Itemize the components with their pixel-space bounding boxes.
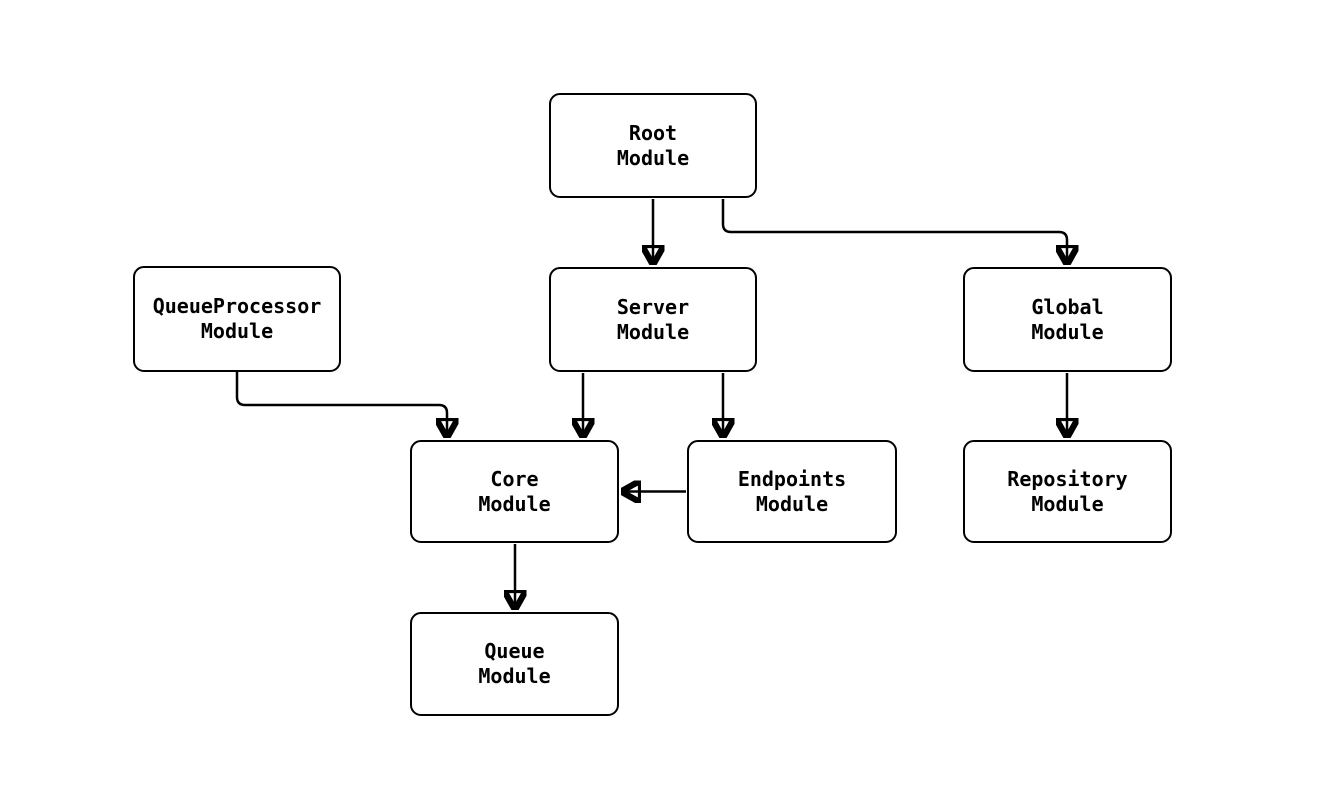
node-endpoints-module-label-line1: Endpoints [737, 466, 847, 491]
node-endpoints-module: Endpoints Module [687, 440, 897, 543]
node-server-module-label-line1: Server [616, 294, 690, 319]
node-root-module-label-line1: Root [628, 120, 678, 145]
node-global-module-label-line1: Global [1031, 294, 1104, 319]
node-server-module-label-line2: Module [616, 319, 690, 344]
node-queue-module: Queue Module [410, 612, 619, 716]
node-repository-module-label-line2: Module [1031, 491, 1104, 516]
node-queueprocessor-module: QueueProcessor Module [133, 266, 341, 372]
node-global-module-label-line2: Module [1031, 319, 1104, 344]
node-repository-module-label-line1: Repository [1007, 466, 1128, 491]
node-core-module-label-line1: Core [490, 466, 539, 491]
node-core-module-label-line2: Module [478, 491, 551, 516]
node-server-module: Server Module [549, 267, 757, 372]
node-endpoints-module-label-line2: Module [755, 491, 829, 516]
node-queueprocessor-module-label-line2: Module [200, 319, 274, 343]
node-root-module: Root Module [549, 93, 757, 198]
node-queue-module-label-line1: Queue [484, 639, 545, 663]
node-root-module-label-line2: Module [616, 145, 690, 170]
node-global-module: Global Module [963, 267, 1172, 372]
node-repository-module: Repository Module [963, 440, 1172, 543]
edge-root-module-to-global-module [721, 199, 1067, 264]
node-queueprocessor-module-label-line1: QueueProcessor [152, 294, 322, 318]
node-queue-module-label-line2: Module [478, 664, 551, 688]
node-core-module: Core Module [410, 440, 619, 543]
edge-queueprocessor-module-to-core-module [235, 372, 447, 437]
